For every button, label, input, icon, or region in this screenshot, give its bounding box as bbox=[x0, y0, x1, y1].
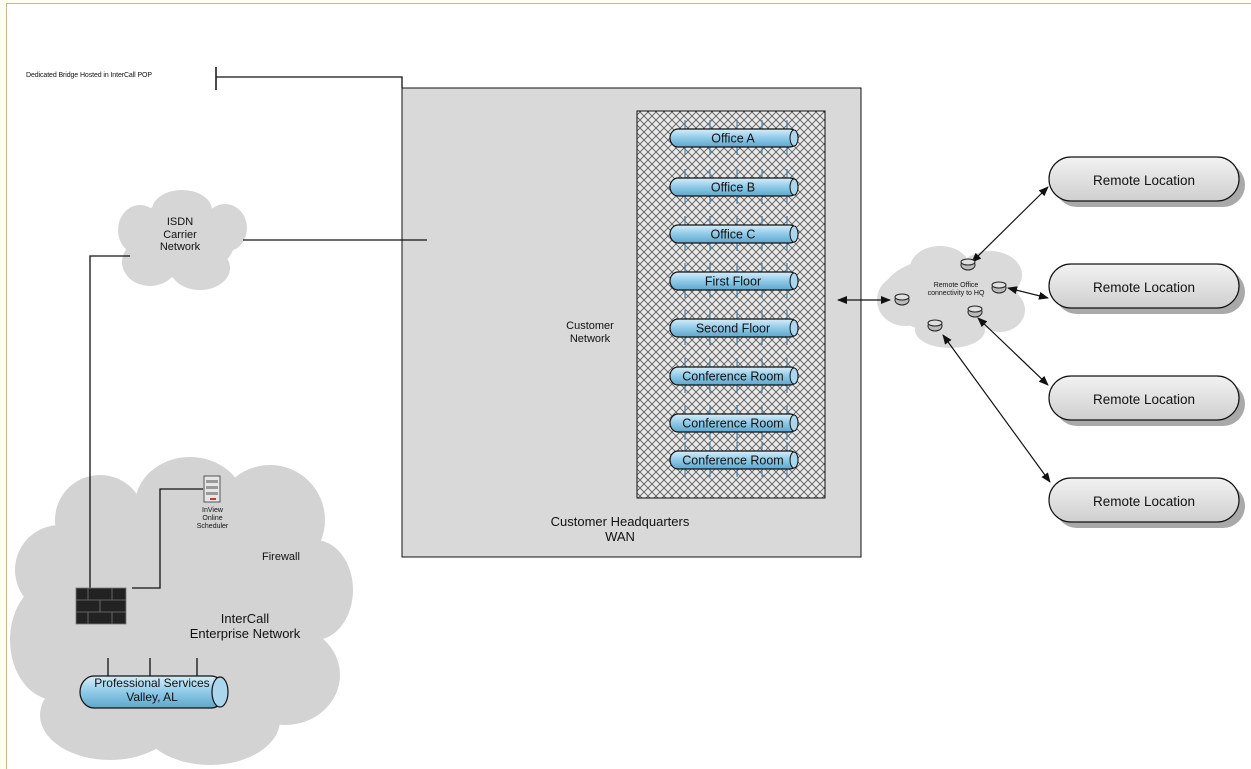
customer-network-line1: Customer bbox=[566, 320, 614, 332]
office-pipe: Conference Room bbox=[669, 358, 799, 393]
bridge-label: Dedicated Bridge Hosted in InterCall POP bbox=[26, 72, 152, 79]
hq-line2: WAN bbox=[605, 528, 635, 544]
remote-location-pill: Remote Location bbox=[1048, 477, 1245, 528]
building-block bbox=[636, 110, 826, 499]
hq-label: Customer Headquarters WAN bbox=[520, 514, 720, 545]
isdn-line2: Carrier bbox=[163, 228, 197, 241]
remote-location-pill: Remote Location bbox=[1048, 375, 1245, 426]
isdn-line1: ISDN bbox=[166, 216, 194, 228]
office-label: Conference Room bbox=[682, 370, 783, 384]
isdn-label: ISDN Carrier Network bbox=[150, 216, 210, 254]
remote-location-label: Remote Location bbox=[1093, 280, 1195, 295]
customer-network-label: Customer Network bbox=[555, 320, 625, 345]
server-icon bbox=[203, 475, 221, 503]
router-icons bbox=[894, 258, 1007, 332]
office-label: Office A bbox=[711, 132, 755, 146]
arrow-lines bbox=[837, 186, 1051, 483]
office-label: Office B bbox=[711, 181, 755, 195]
remote-location-label: Remote Location bbox=[1093, 494, 1195, 509]
office-pipe: Office B bbox=[669, 169, 799, 204]
remote-location-label: Remote Location bbox=[1093, 392, 1195, 407]
remote-hub-line2: connectivity to HQ bbox=[927, 290, 985, 298]
office-pipe: First Floor bbox=[669, 263, 799, 298]
enterprise-line1: InterCall bbox=[220, 611, 270, 626]
isdn-line3: Network bbox=[159, 241, 201, 254]
scheduler-line3: Scheduler bbox=[196, 523, 229, 531]
professional-line1: Professional Services bbox=[94, 676, 210, 690]
customer-network-line2: Network bbox=[569, 332, 611, 345]
enterprise-cloud bbox=[10, 457, 353, 765]
router-icon bbox=[967, 305, 983, 318]
professional-services-label: Professional Services Valley, AL bbox=[82, 676, 222, 705]
office-label: Conference Room bbox=[682, 454, 783, 468]
router-icon bbox=[927, 319, 943, 332]
office-pipe: Conference Room bbox=[669, 405, 799, 440]
office-label: Conference Room bbox=[682, 417, 783, 431]
office-label: Office C bbox=[711, 228, 756, 242]
office-label: First Floor bbox=[705, 275, 761, 289]
firewall-icon bbox=[75, 587, 127, 625]
scheduler-line2: Online bbox=[202, 515, 223, 523]
router-icon bbox=[894, 293, 910, 306]
enterprise-line2: Enterprise Network bbox=[189, 625, 301, 641]
remote-hub-label: Remote Office connectivity to HQ bbox=[906, 282, 1006, 298]
remote-location-pill: Remote Location bbox=[1048, 156, 1245, 207]
isdn-cloud bbox=[118, 190, 247, 290]
scheduler-label: InView Online Scheduler bbox=[190, 507, 235, 531]
office-pipe: Office C bbox=[669, 216, 799, 251]
office-pipe: Office A bbox=[669, 120, 799, 155]
remote-location-pill: Remote Location bbox=[1048, 263, 1245, 314]
office-pipe: Second Floor bbox=[669, 310, 799, 345]
professional-services-pipe bbox=[79, 675, 229, 709]
professional-line2: Valley, AL bbox=[126, 690, 178, 705]
firewall-label: Firewall bbox=[262, 551, 300, 563]
scheduler-line1: InView bbox=[202, 507, 223, 514]
office-pipes: Office A Office B Office C First FloorSecon… bbox=[669, 120, 799, 477]
hq-line1: Customer Headquarters bbox=[550, 514, 690, 529]
enterprise-label: InterCall Enterprise Network bbox=[160, 611, 330, 642]
router-icon bbox=[991, 281, 1007, 294]
router-icon bbox=[960, 258, 976, 271]
remote-hub-line1: Remote Office bbox=[933, 282, 979, 289]
office-label: Second Floor bbox=[696, 322, 770, 336]
office-pipe: Conference Room bbox=[669, 442, 799, 477]
remote-location-label: Remote Location bbox=[1093, 173, 1195, 188]
connection-lines bbox=[89, 67, 427, 676]
